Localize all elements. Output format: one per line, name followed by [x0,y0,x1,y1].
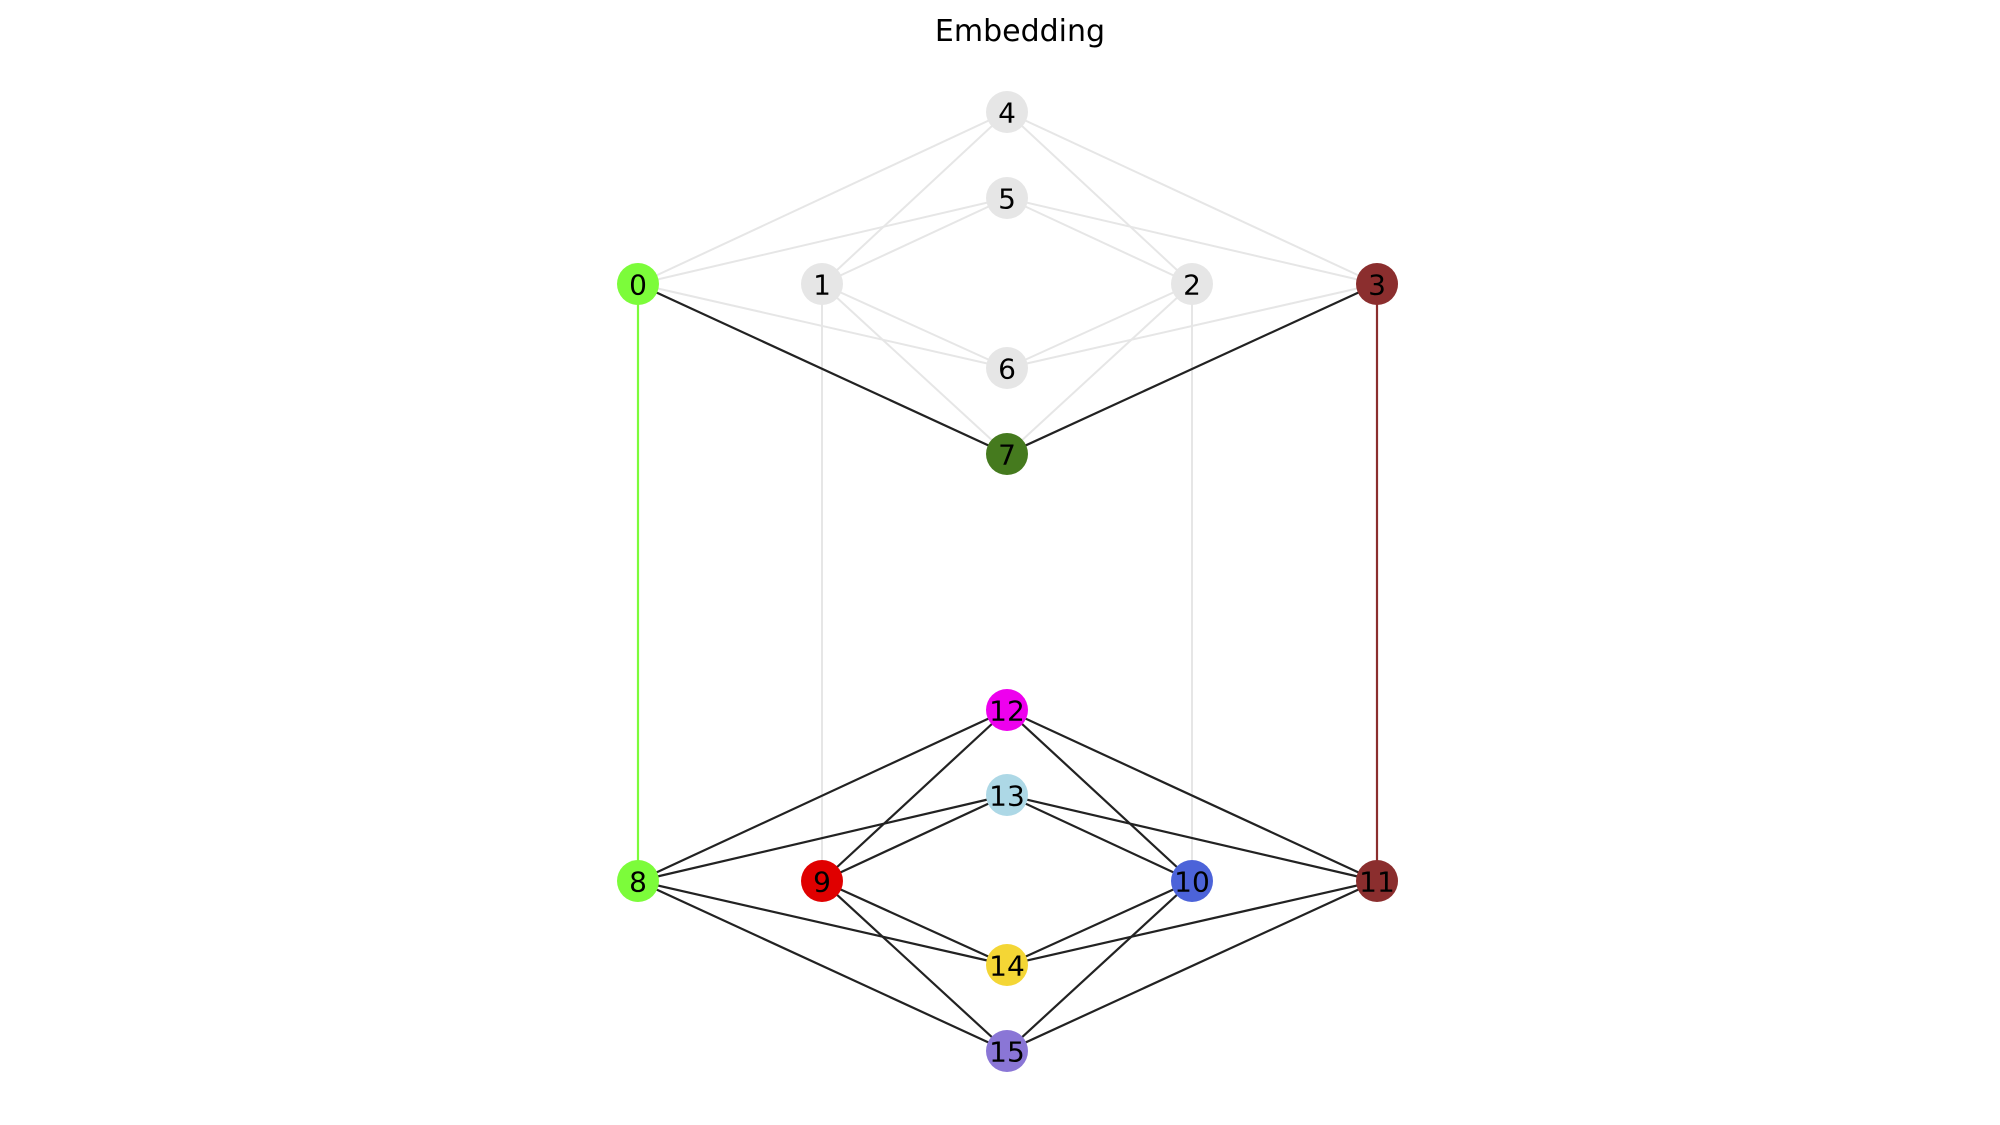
edge-2-4 [1006,111,1193,285]
edge-3-4 [1006,111,1378,285]
node-11-label: 11 [1359,866,1395,899]
node-0: 0 [617,263,659,305]
node-6-label: 6 [998,353,1016,386]
node-12-label: 12 [989,695,1025,728]
edge-3-5 [1006,197,1378,285]
node-7-circle [986,433,1028,475]
node-15-circle [986,1030,1028,1072]
edge-10-13 [1006,794,1193,882]
edge-2-5 [1006,197,1193,285]
edge-9-13 [821,794,1008,882]
node-11-circle [1356,860,1398,902]
edge-9-14 [821,879,1008,967]
edge-9-15 [821,880,1008,1052]
edge-2-7 [1006,283,1193,455]
node-3-label: 3 [1368,269,1386,302]
node-15: 15 [986,1030,1028,1072]
node-9: 9 [801,860,843,902]
node-14-circle [986,944,1028,986]
edge-0-5 [637,197,1008,285]
node-7-label: 7 [998,439,1016,472]
edge-1-7 [821,283,1008,455]
node-1-circle [801,263,843,305]
node-8: 8 [617,860,659,902]
edge-0-4 [637,111,1008,285]
node-2-circle [1171,263,1213,305]
edge-8-12 [637,709,1008,882]
node-4-circle [986,91,1028,133]
edge-0-7 [637,283,1008,455]
edge-1-6 [821,283,1008,369]
node-2: 2 [1171,263,1213,305]
node-0-label: 0 [629,269,647,302]
node-10-circle [1171,860,1213,902]
node-11: 11 [1356,860,1398,902]
edge-8-13 [637,793,1008,883]
node-3: 3 [1356,263,1398,305]
edge-10-15 [1006,880,1193,1052]
node-5: 5 [986,177,1028,219]
node-9-circle [801,860,843,902]
edge-1-5 [821,197,1008,285]
node-15-label: 15 [989,1036,1025,1069]
node-13: 13 [986,774,1028,816]
node-2-label: 2 [1183,269,1201,302]
edge-8-15 [637,880,1008,1052]
edge-10-12 [1006,709,1193,882]
node-1-label: 1 [813,269,831,302]
node-14-label: 14 [989,950,1025,983]
node-8-label: 8 [629,866,647,899]
node-5-label: 5 [998,183,1016,216]
node-10-label: 10 [1174,866,1210,899]
node-7: 7 [986,433,1028,475]
node-4: 4 [986,91,1028,133]
node-14: 14 [986,944,1028,986]
node-13-circle [986,774,1028,816]
node-12-circle [986,689,1028,731]
node-4-label: 4 [998,97,1016,130]
edge-11-15 [1006,880,1378,1052]
edge-8-14 [637,879,1008,967]
edge-2-6 [1006,283,1193,369]
node-12: 12 [986,689,1028,731]
node-1: 1 [801,263,843,305]
edges-layer [636,111,1379,1052]
edge-1-4 [821,111,1008,285]
node-5-circle [986,177,1028,219]
edge-3-7 [1006,283,1378,455]
edge-11-14 [1006,879,1378,967]
edge-10-14 [1006,879,1193,967]
node-0-circle [617,263,659,305]
node-9-label: 9 [813,866,831,899]
edge-11-12 [1006,709,1378,882]
node-6-circle [986,347,1028,389]
node-6: 6 [986,347,1028,389]
node-10: 10 [1171,860,1213,902]
node-3-circle [1356,263,1398,305]
edge-11-13 [1006,793,1378,883]
node-13-label: 13 [989,780,1025,813]
edge-9-12 [821,709,1008,882]
node-8-circle [617,860,659,902]
diagram-title: Embedding [934,14,1106,49]
